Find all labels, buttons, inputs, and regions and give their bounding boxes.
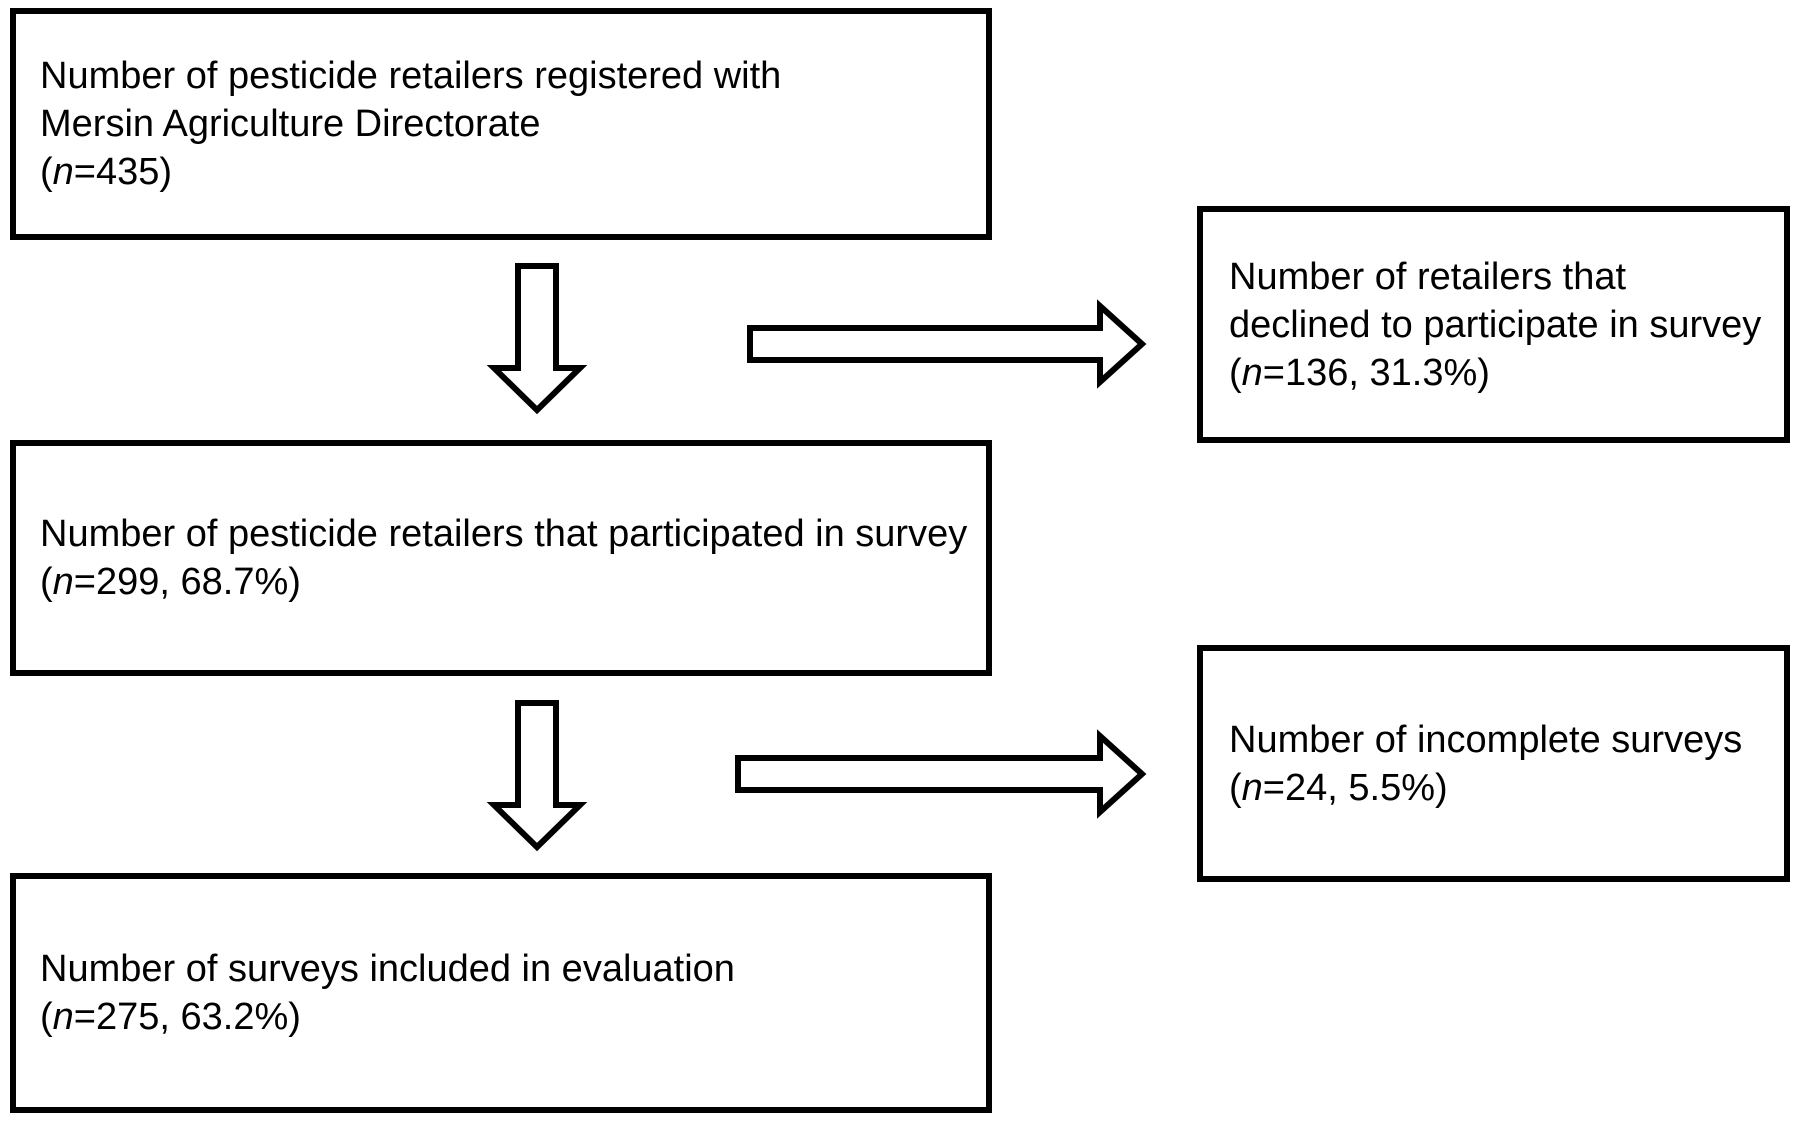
box-text: Number of pesticide retailers registered…: [40, 55, 782, 97]
box-stat: (n=299, 68.7%): [40, 561, 301, 603]
down-arrow-icon-2: [486, 700, 588, 852]
flow-box-registered: Number of pesticide retailers registered…: [10, 8, 992, 240]
right-arrow-icon-1: [747, 299, 1147, 389]
box-stat: (n=136, 31.3%): [1229, 351, 1490, 394]
box-stat: (n=24, 5.5%): [1229, 766, 1448, 809]
box-text: Number of incomplete surveys: [1229, 718, 1743, 761]
flow-box-declined: Number of retailers that declined to par…: [1197, 206, 1790, 443]
box-text: Number of surveys included in evaluation: [40, 948, 735, 990]
box-text: Number of pesticide retailers that parti…: [40, 513, 968, 555]
box-stat: (n=275, 63.2%): [40, 996, 301, 1038]
box-text: Mersin Agriculture Directorate: [40, 103, 541, 145]
flow-box-included: Number of surveys included in evaluation…: [10, 873, 992, 1113]
flow-box-participated: Number of pesticide retailers that parti…: [10, 440, 992, 676]
right-arrow-icon-2: [735, 729, 1147, 819]
box-text: Number of retailers that: [1229, 255, 1627, 298]
box-text: declined to participate in survey: [1229, 303, 1762, 346]
box-stat: (n=435): [40, 151, 173, 193]
flow-box-incomplete: Number of incomplete surveys (n=24, 5.5%…: [1197, 645, 1790, 882]
down-arrow-icon-1: [486, 263, 588, 415]
